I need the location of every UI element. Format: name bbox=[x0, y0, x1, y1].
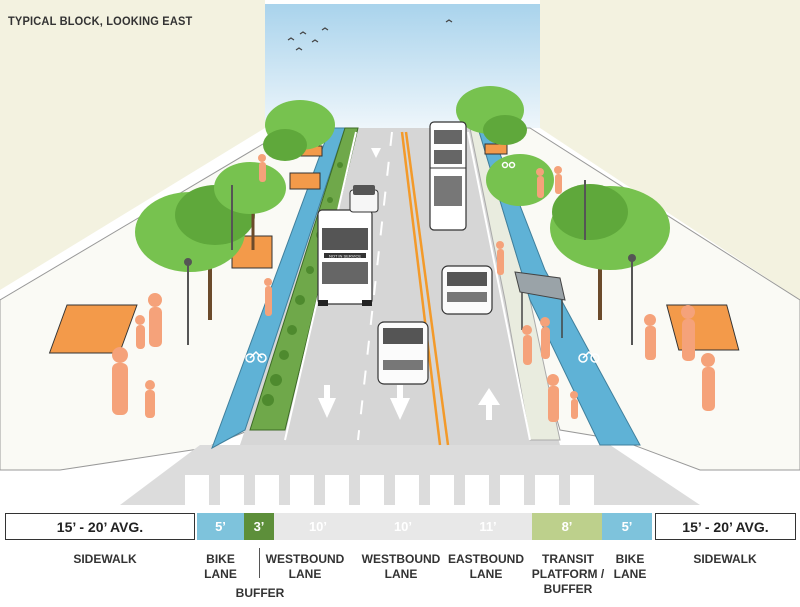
car-eastbound bbox=[441, 265, 493, 315]
bike-lane-symbols bbox=[245, 161, 600, 363]
crosswalk bbox=[185, 475, 594, 505]
street-illustration: NOT IN SERVICE bbox=[0, 0, 800, 505]
transit-shelter bbox=[514, 271, 566, 338]
right-trees bbox=[456, 86, 740, 351]
westbound-lane-2-dimension: 10’ bbox=[362, 513, 444, 540]
left-planter-buffer bbox=[249, 127, 359, 431]
street-lights bbox=[184, 180, 636, 345]
eastbound-lane-dimension: 11’ bbox=[444, 513, 532, 540]
car-westbound-far bbox=[349, 185, 379, 213]
sidewalk-right-label: SIDEWALK bbox=[693, 552, 757, 566]
westbound-lane-1-dimension: 10’ bbox=[274, 513, 362, 540]
diagram-title: TYPICAL BLOCK, LOOKING EAST bbox=[8, 14, 193, 28]
birds bbox=[287, 19, 453, 51]
bike-lane-left-label: BIKE LANE bbox=[204, 552, 237, 581]
pedestrians bbox=[112, 154, 715, 422]
bike-lane-left-dimension: 5’ bbox=[197, 513, 244, 540]
westbound-lane-2-label: WESTBOUND LANE bbox=[361, 552, 441, 581]
buffer-leader-line bbox=[259, 548, 260, 578]
westbound-lane-1-label: WESTBOUND LANE bbox=[265, 552, 345, 581]
transit-platform-label: TRANSIT PLATFORM / BUFFER bbox=[531, 552, 605, 596]
sidewalk-left-label: SIDEWALK bbox=[73, 552, 137, 566]
transit-platform-dimension: 8’ bbox=[532, 513, 602, 540]
bike-lane-right-dimension: 5’ bbox=[602, 513, 652, 540]
light-rail-train bbox=[429, 121, 467, 231]
buffer-dimension: 3’ bbox=[244, 513, 274, 540]
lane-dashes bbox=[357, 131, 393, 441]
left-building-wall bbox=[0, 0, 265, 290]
eastbound-lane-label: EASTBOUND LANE bbox=[447, 552, 524, 581]
center-double-yellow bbox=[400, 131, 450, 446]
car-westbound-near bbox=[377, 321, 429, 385]
sidewalk-left-dimension: 15’ - 20’ AVG. bbox=[5, 513, 195, 540]
buffer-label: BUFFER bbox=[235, 586, 285, 600]
bike-lane-right-label: BIKE LANE bbox=[613, 552, 647, 581]
left-bike-lane bbox=[211, 127, 346, 450]
lane-arrows bbox=[318, 148, 500, 420]
planter-shrubs bbox=[262, 162, 343, 406]
right-building-wall bbox=[540, 0, 800, 300]
sidewalk-right-dimension: 15’ - 20’ AVG. bbox=[655, 513, 796, 540]
bus-destination-sign: NOT IN SERVICE bbox=[329, 254, 361, 259]
bus-westbound: NOT IN SERVICE bbox=[317, 209, 373, 306]
